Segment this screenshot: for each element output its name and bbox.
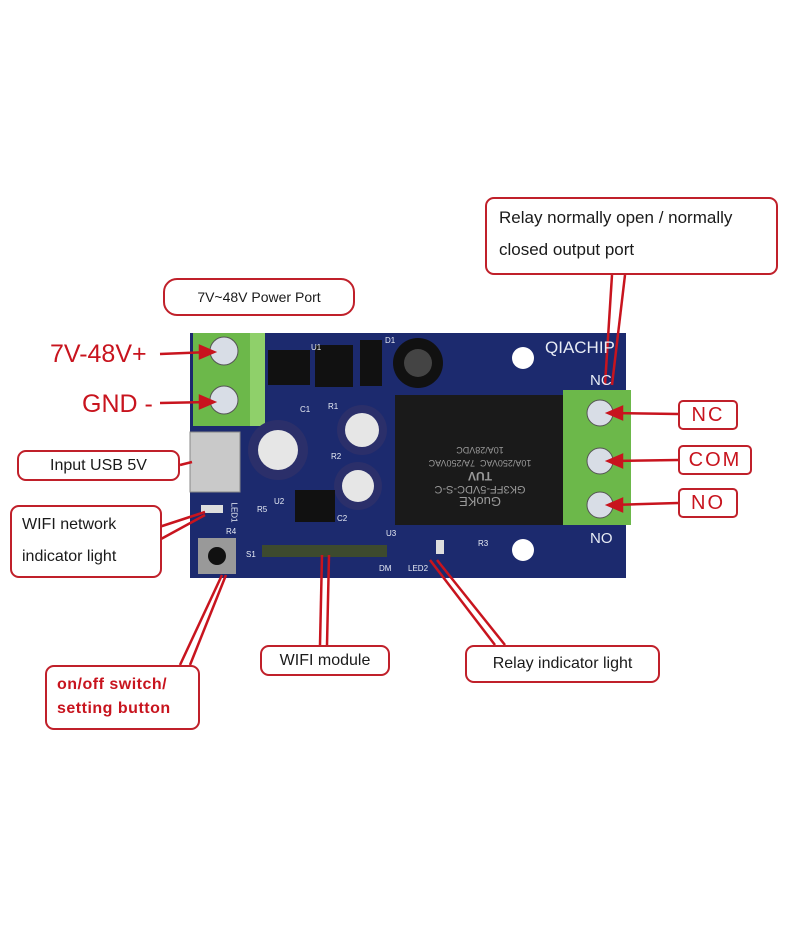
silk-r3: R3 [478, 539, 489, 548]
callout-relay-indicator: Relay indicator light [465, 645, 660, 683]
silk-r2: R2 [331, 452, 342, 461]
silk-u3: U3 [386, 529, 397, 538]
silk-led1: LED1 [229, 502, 239, 523]
silk-c2: C2 [337, 514, 348, 523]
label-gnd: GND - [82, 390, 153, 418]
relay [395, 395, 565, 525]
callout-text: Relay normally open / normally [499, 208, 733, 227]
relay-brand: GuoKE [459, 494, 501, 509]
silk-r4: R4 [226, 527, 237, 536]
callout-text: on/off switch/ [57, 676, 168, 693]
wifi-module [262, 545, 387, 557]
relay-tuv: TUV [468, 469, 492, 483]
silk-d1: D1 [385, 336, 396, 345]
silk-r1: R1 [328, 402, 339, 411]
brand-label: QIACHIP [545, 338, 615, 357]
callout-text: WIFI network [22, 516, 117, 533]
silk-c1: C1 [300, 405, 311, 414]
silk-u2: U2 [274, 497, 285, 506]
relay-printing: GuoKE GK3FF-5VDC-S-C TUV 10A/250VAC 7A/2… [400, 400, 560, 520]
callout-text: setting button [57, 700, 171, 717]
silk-nc: NC [590, 372, 612, 389]
callout-text: closed output port [499, 240, 635, 259]
callout-nc: NC [678, 400, 738, 430]
relay-model: GK3FF-5VDC-S-C [434, 483, 526, 495]
silk-u1: U1 [311, 343, 322, 352]
callout-com: COM [678, 445, 752, 475]
callout-power-port: 7V~48V Power Port [163, 278, 355, 316]
silk-r5: R5 [257, 505, 268, 514]
callout-text: indicator light [22, 548, 117, 565]
callout-relay-output: Relay normally open / normally closed ou… [485, 197, 778, 275]
label-power-plus: 7V-48V+ [50, 340, 147, 368]
callout-switch: on/off switch/ setting button [45, 665, 200, 730]
silk-no: NO [590, 530, 613, 547]
callout-no: NO [678, 488, 738, 518]
relay-rating-dc: 10A/28VDC [456, 445, 504, 455]
silk-s1: S1 [246, 550, 256, 559]
callout-wifi-indicator: WIFI network indicator light [10, 505, 162, 578]
relay-rating-ac: 10A/250VAC 7A/250VAC [428, 458, 532, 468]
usb-port [189, 431, 241, 493]
callout-usb: Input USB 5V [17, 450, 180, 481]
silk-dm: DM [379, 564, 392, 573]
silk-led2: LED2 [408, 564, 429, 573]
callout-wifi-module: WIFI module [260, 645, 390, 676]
